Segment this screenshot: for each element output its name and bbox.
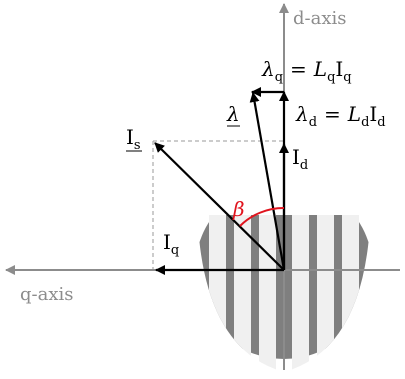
equation-lambda-q: λq=LqIq	[261, 57, 352, 85]
is-symbol: I	[126, 125, 134, 149]
equation-lambda-d: λd=LdId	[295, 102, 386, 130]
q-axis-label: q-axis	[20, 284, 73, 305]
id-label: Id	[292, 145, 308, 173]
vector-is	[154, 142, 285, 271]
iq-symbol: I	[163, 230, 171, 254]
beta-angle-arc	[239, 206, 285, 227]
is-subscript: s	[134, 138, 141, 153]
id-subscript: d	[300, 158, 308, 173]
id-symbol: I	[292, 145, 300, 169]
beta-label: β	[232, 197, 245, 221]
iq-label: Iq	[163, 230, 179, 258]
vector-lambda	[249, 92, 286, 271]
lambda-label: λ	[226, 102, 240, 126]
is-label: Is	[126, 125, 141, 153]
d-axis-label: d-axis	[293, 8, 346, 29]
iq-subscript: q	[171, 243, 179, 258]
